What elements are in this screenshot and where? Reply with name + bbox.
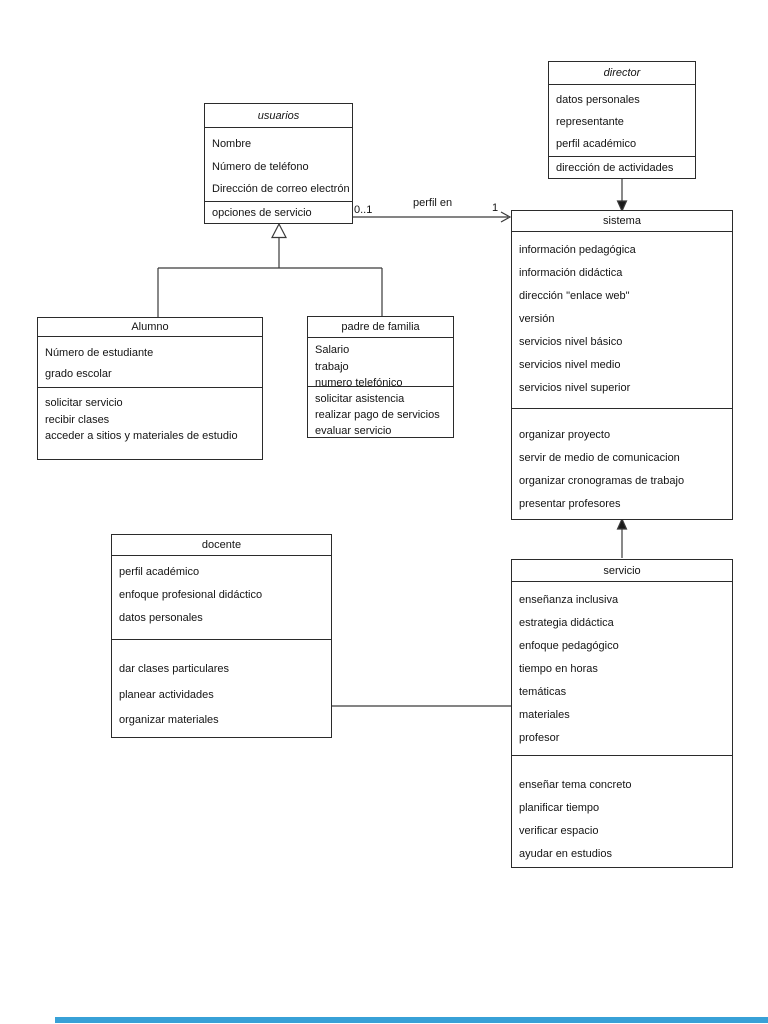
attribute: grado escolar (45, 368, 112, 380)
open-arrow-icon (500, 211, 512, 223)
association-name-label: perfil en (413, 197, 453, 209)
operation: organizar cronogramas de trabajo (519, 475, 685, 487)
class-box-alumno: Alumno Número de estudiante grado escola… (37, 317, 263, 460)
operation: dar clases particulares (119, 663, 230, 675)
operation: organizar proyecto (519, 429, 611, 441)
operations-section: dar clases particulares planear activida… (112, 639, 331, 737)
operation: opciones de servicio (212, 207, 312, 219)
attribute: Dirección de correo electrón (212, 183, 350, 195)
association-perfil-en-line (353, 211, 512, 223)
attribute: representante (556, 116, 624, 128)
operations-section: enseñar tema concreto planificar tiempo … (512, 755, 732, 867)
attributes-section: Número de estudiante grado escolar (38, 337, 262, 387)
class-box-servicio: servicio enseñanza inclusiva estrategia … (511, 559, 733, 868)
attribute: temáticas (519, 686, 567, 698)
solid-arrow-up-icon (616, 517, 628, 530)
attributes-section: perfil académico enfoque profesional did… (112, 556, 331, 639)
page-bottom-bar (55, 1017, 768, 1023)
operation: planificar tiempo (519, 802, 600, 814)
attribute: enfoque pedagógico (519, 640, 619, 652)
operation: solicitar asistencia (315, 393, 405, 406)
association-target-multiplicity: 1 (492, 202, 499, 214)
attribute: servicios nivel medio (519, 359, 621, 371)
class-box-docente: docente perfil académico enfoque profesi… (111, 534, 332, 738)
class-title: sistema (512, 211, 732, 232)
operation: evaluar servicio (315, 425, 392, 437)
class-title: padre de familia (308, 317, 453, 338)
operation: solicitar servicio (45, 397, 123, 409)
class-box-padre-de-familia: padre de familia Salario trabajo numero … (307, 316, 454, 438)
association-source-multiplicity: 0..1 (354, 204, 373, 216)
operation: acceder a sitios y materiales de estudio (45, 430, 238, 442)
class-box-usuarios: usuarios Nombre Número de teléfono Direc… (204, 103, 353, 224)
class-title: servicio (512, 560, 732, 582)
operations-section: solicitar servicio recibir clases accede… (38, 387, 262, 459)
operation: organizar materiales (119, 714, 219, 726)
attribute: dirección "enlace web" (519, 290, 630, 302)
operation: servir de medio de comunicacion (519, 452, 680, 464)
attribute: numero telefónico (315, 377, 403, 387)
operation: presentar profesores (519, 498, 621, 510)
attribute: Salario (315, 344, 350, 356)
attribute: perfil académico (556, 138, 637, 150)
operation: ayudar en estudios (519, 848, 612, 860)
operations-section: solicitar asistencia realizar pago de se… (308, 386, 453, 437)
attribute: servicios nivel básico (519, 336, 623, 348)
operation: realizar pago de servicios (315, 409, 440, 422)
attribute: profesor (519, 732, 560, 744)
attribute: Nombre (212, 138, 252, 150)
attribute: enfoque profesional didáctico (119, 589, 263, 601)
attribute: datos personales (556, 94, 640, 106)
operation: enseñar tema concreto (519, 779, 632, 791)
attribute: información didáctica (519, 267, 623, 279)
attributes-section: información pedagógica información didác… (512, 232, 732, 408)
operations-section: opciones de servicio (205, 201, 352, 223)
operation: recibir clases (45, 413, 110, 426)
attributes-section: Salario trabajo numero telefónico (308, 338, 453, 386)
operations-section: dirección de actividades (549, 156, 695, 178)
generalization-connector (157, 222, 383, 317)
attribute: servicios nivel superior (519, 382, 631, 394)
class-box-sistema: sistema información pedagógica informaci… (511, 210, 733, 520)
attribute: enseñanza inclusiva (519, 594, 619, 606)
attribute: perfil académico (119, 566, 200, 578)
servicio-sistema-connector (616, 517, 628, 558)
operations-section: organizar proyecto servir de medio de co… (512, 408, 732, 519)
attributes-section: enseñanza inclusiva estrategia didáctica… (512, 582, 732, 755)
hollow-triangle-icon (271, 222, 287, 239)
operation: dirección de actividades (556, 162, 674, 174)
class-title: docente (112, 535, 331, 556)
attributes-section: datos personales representante perfil ac… (549, 85, 695, 156)
class-title: Alumno (38, 318, 262, 337)
attribute: Número de teléfono (212, 160, 309, 173)
class-title: director (549, 62, 695, 85)
attribute: información pedagógica (519, 244, 636, 256)
attribute: versión (519, 313, 555, 325)
attribute: Número de estudiante (45, 347, 154, 359)
attribute: datos personales (119, 612, 203, 624)
class-title: usuarios (205, 104, 352, 128)
attribute: estrategia didáctica (519, 617, 614, 629)
director-sistema-connector (616, 179, 628, 213)
attribute: tiempo en horas (519, 663, 598, 675)
operation: planear actividades (119, 688, 214, 701)
attributes-section: Nombre Número de teléfono Dirección de c… (205, 128, 352, 201)
class-box-director: director datos personales representante … (548, 61, 696, 179)
attribute: materiales (519, 709, 570, 721)
attribute: trabajo (315, 360, 349, 373)
operation: verificar espacio (519, 825, 599, 837)
